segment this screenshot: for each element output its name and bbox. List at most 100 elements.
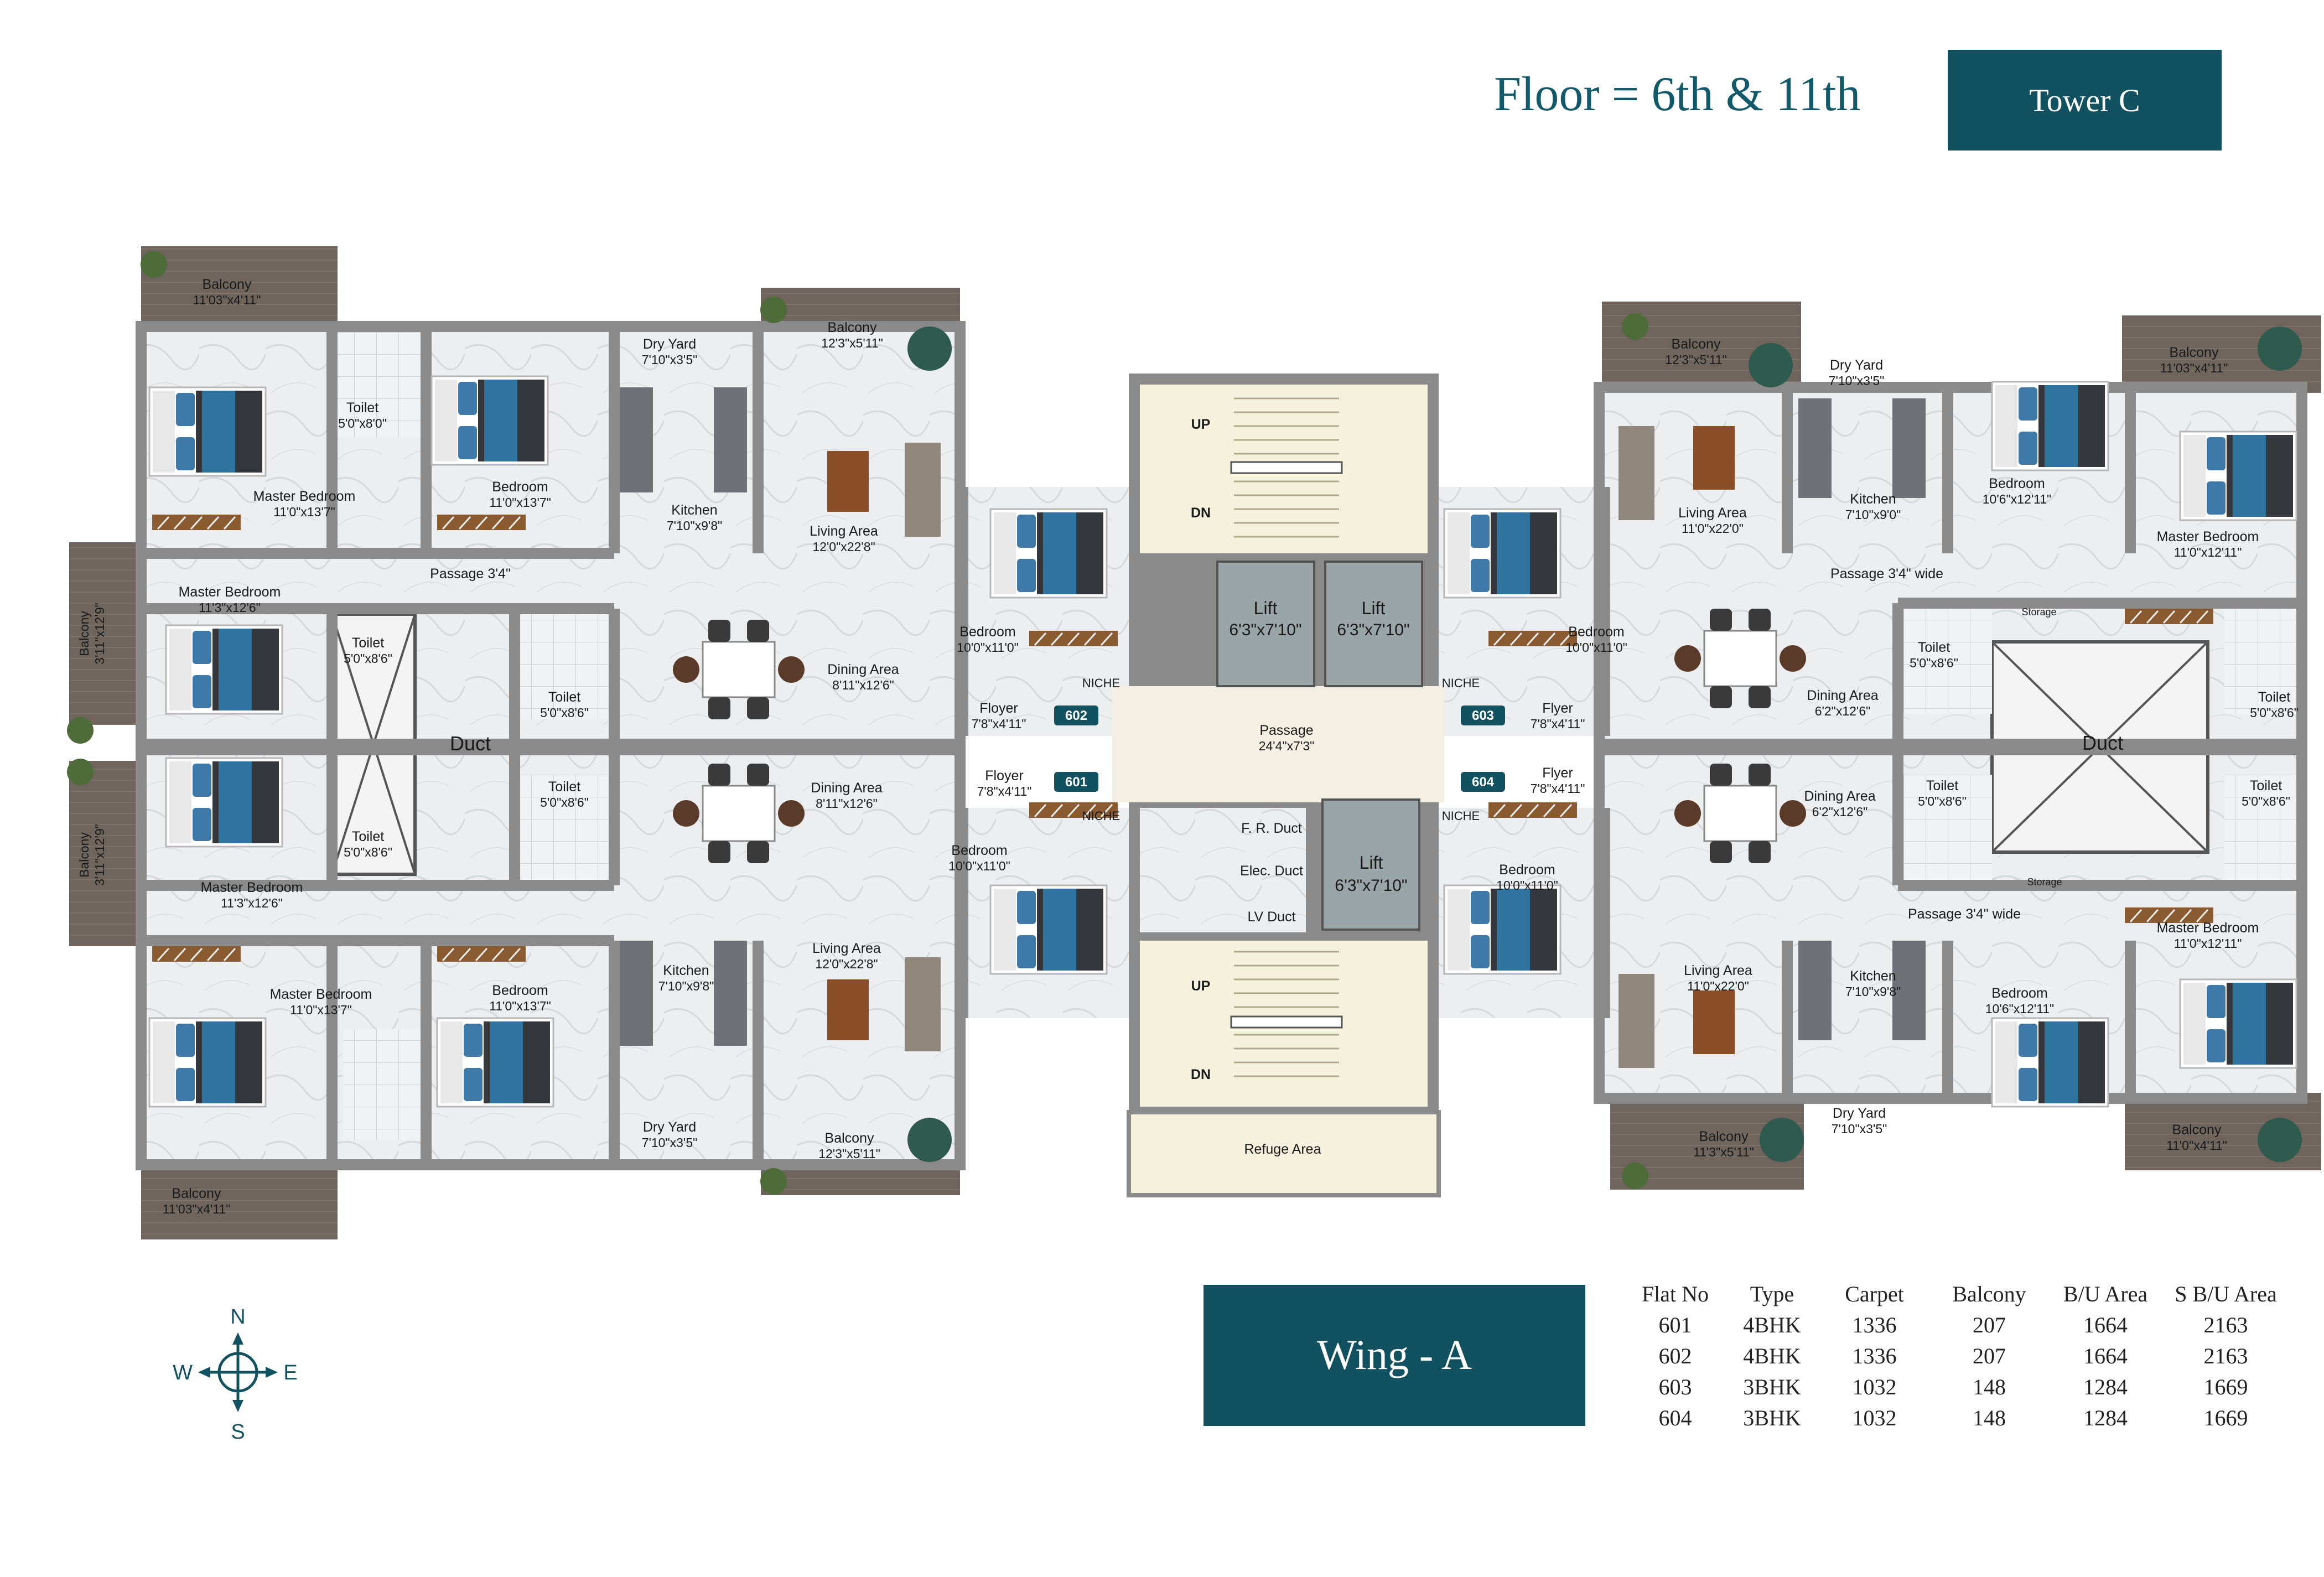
sofa-icon: [905, 443, 941, 537]
flat-tag-601: 601: [1065, 775, 1087, 790]
room-dim: 11'03"x4'11": [2160, 361, 2228, 375]
lift-label: Lift: [1362, 598, 1386, 618]
room-label: Dry Yard: [643, 336, 696, 352]
room-label: Kitchen: [663, 963, 709, 978]
lift-dim: 6'3"x7'10": [1335, 876, 1407, 895]
duct-label: F. R. Duct: [1241, 821, 1302, 836]
stair-up-label: UP: [1191, 978, 1211, 994]
furniture: [67, 251, 2302, 1195]
room-label: Flyer: [1542, 701, 1573, 716]
table-cell: 2163: [2203, 1343, 2248, 1368]
room-dim: 7'10"x3'5": [1832, 1122, 1887, 1136]
room-dim: 12'3"x5'11": [821, 336, 883, 350]
room-label: Dry Yard: [643, 1119, 696, 1135]
lift-dim: 6'3"x7'10": [1337, 621, 1409, 639]
room-label: Master Bedroom: [201, 880, 303, 895]
niche-label: NICHE: [1082, 809, 1120, 823]
room-label: Dining Area: [1807, 688, 1878, 703]
room-label: Balcony: [1672, 336, 1721, 352]
room-dim: 3'11"x12'9": [92, 824, 107, 886]
room-dim: 11'0"x13'7": [489, 495, 551, 510]
room-label: Balcony: [828, 320, 877, 335]
room-dim: 11'03"x4'11": [193, 293, 261, 307]
table-cell: 1664: [2083, 1312, 2128, 1337]
room-dim: 5'0"x8'6": [540, 795, 589, 810]
coffee-table-icon: [827, 979, 869, 1040]
table-header: S B/U Area: [2175, 1281, 2277, 1306]
room-dim: 12'3"x5'11": [818, 1147, 880, 1161]
table-cell: 148: [1973, 1405, 2006, 1430]
wing-badge: Wing - A: [1204, 1285, 1585, 1426]
room-dim: 11'3"x12'6": [221, 896, 283, 910]
flat-tags: 602 601 603 604: [1054, 706, 1505, 792]
room-dim: 10'0"x11'0": [957, 640, 1019, 655]
room-label: Master Bedroom: [2157, 920, 2259, 936]
room-label: Toilet: [2250, 778, 2282, 793]
balcony-left-bottom-a: [141, 1162, 338, 1239]
room-dim: 8'11"x12'6": [816, 796, 878, 811]
plant-icon: [760, 1168, 787, 1195]
kitchen-counter-icon: [1798, 941, 1832, 1040]
room-dim: 8'11"x12'6": [832, 678, 894, 692]
room-label: Bedroom: [951, 843, 1007, 858]
wardrobe-icon: [1487, 630, 1578, 647]
room-dim: 5'0"x8'6": [2250, 706, 2299, 720]
table-row: 602 4BHK 1336 207 1664 2163: [1627, 1340, 2291, 1371]
niche-label: NICHE: [1442, 676, 1480, 690]
wardrobe-icon: [436, 945, 527, 963]
room-dim: 12'3"x5'11": [1665, 352, 1727, 367]
core: [1127, 374, 1441, 1197]
kitchen-counter-icon: [620, 387, 653, 492]
labels-right-top: Balcony 12'3"x5'11" Dry Yard 7'10"x3'5" …: [1531, 336, 2299, 731]
plant-icon: [760, 297, 787, 323]
room-label: Dining Area: [811, 780, 882, 796]
room-label: Toilet: [2258, 689, 2290, 705]
room-dim: 3'11"x12'9": [92, 603, 107, 665]
wardrobe-icon: [436, 513, 527, 531]
room-dim: 7'10"x3'5": [1829, 374, 1885, 388]
flat-tag-603: 603: [1472, 708, 1494, 723]
storage-label: Storage: [2027, 876, 2062, 888]
tower-badge: Tower C: [1948, 50, 2222, 151]
labels-left-top: Balcony 11'03"x4'11" Toilet 5'0"x8'0" Ma…: [77, 277, 1026, 731]
room-label: Toilet: [352, 635, 384, 651]
table-header: Type: [1750, 1281, 1794, 1306]
compass-w: W: [173, 1361, 193, 1384]
table-cell: 207: [1973, 1312, 2006, 1337]
room-label: Kitchen: [1850, 968, 1896, 984]
room-dim: 11'3"x5'11": [1693, 1145, 1754, 1159]
lift-label: Lift: [1360, 853, 1383, 873]
room-label: Toilet: [1926, 778, 1958, 793]
table-header: Flat No: [1641, 1281, 1709, 1306]
room-label: Bedroom: [959, 624, 1015, 640]
room-label: Balcony: [77, 611, 91, 656]
room-dim: 11'0"x22'0": [1682, 521, 1744, 536]
coffee-table-icon: [827, 451, 869, 512]
table-cell: 602: [1658, 1343, 1692, 1368]
room-label: Dry Yard: [1833, 1106, 1886, 1121]
room-label: Balcony: [825, 1130, 874, 1146]
walls: [136, 321, 2307, 1170]
wardrobe-icon: [1487, 801, 1578, 819]
room-dim: 10'0"x11'0": [948, 859, 1010, 873]
passage-label: Passage 3'4" wide: [1908, 906, 2021, 922]
niche-label: NICHE: [1082, 676, 1120, 690]
labels-core: UP DN Lift 6'3"x7'10" Lift 6'3"x7'10" Pa…: [450, 417, 2123, 1157]
table-header: B/U Area: [2063, 1281, 2148, 1306]
room-dim: 12'0"x22'8": [812, 540, 875, 554]
room-label: Dining Area: [1804, 788, 1875, 804]
room-dim: 11'0"x4'11": [2166, 1138, 2227, 1153]
table-cell: 1336: [1852, 1343, 1897, 1368]
plant-icon: [67, 759, 94, 785]
wardrobe-icon: [151, 513, 242, 531]
duct-label: LV Duct: [1247, 909, 1295, 925]
bed-icon: [1991, 1017, 2109, 1108]
room-label: Bedroom: [492, 983, 548, 998]
table-cell: 2163: [2203, 1312, 2248, 1337]
room-label: Master Bedroom: [270, 987, 372, 1002]
room-label: Living Area: [1684, 963, 1752, 978]
passage-label: Passage: [1259, 723, 1313, 738]
table-cell: 1669: [2203, 1374, 2248, 1399]
room-dim: 5'0"x8'0": [338, 416, 387, 430]
room-label: Master Bedroom: [253, 489, 356, 504]
